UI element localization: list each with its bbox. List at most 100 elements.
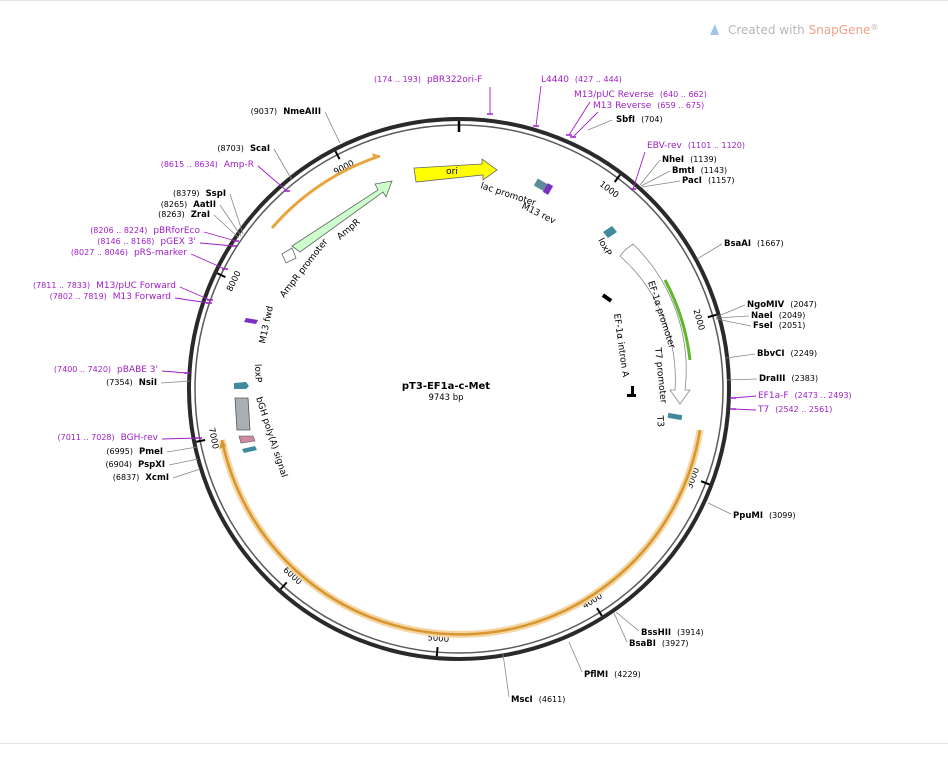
enzyme-site-nhei[interactable]: NheI(1139) [662,155,717,165]
enzyme-pos-bbvci: (2249) [791,349,818,358]
primer-leader-pbrforeco [203,231,237,242]
scale-tick-4000 [596,607,603,617]
plasmid-name: pT3-EF1a-c-Met [402,381,490,392]
green-feature-arc [663,279,692,361]
primer-t7[interactable]: T7 (2542 .. 2561) [757,405,832,415]
snapgene-logo-icon [710,24,719,35]
enzyme-site-sspi[interactable]: (8379)SspI [173,189,226,199]
primer-leader-l4440 [535,85,542,127]
enzyme-leader-msci [502,653,510,698]
enzyme-leader-naei [715,315,750,319]
enzyme-site-ppumi[interactable]: PpuMI(3099) [733,511,796,521]
enzyme-site-bmti[interactable]: BmtI(1143) [672,166,727,176]
primer-pbrforeco[interactable]: (8206 .. 8224) pBRforEco [90,226,200,236]
enzyme-site-msci[interactable]: MscI(4611) [511,695,565,705]
enzyme-site-bbvci[interactable]: BbvCI (2249) [757,349,817,359]
primer-pgex-3-[interactable]: (8146 .. 8168)pGEX 3' [97,237,196,247]
scale-label-5000: 5000 [427,633,449,645]
enzyme-leader-paci [641,180,681,188]
primer-leader-m13-puc-forward [179,286,211,301]
primer-name-pbabe-3-: pBABE 3' [117,365,158,375]
intron-end-tick [631,386,634,396]
bgh-polya-feature [234,397,251,431]
scale-label-1000: 1000 [597,180,620,201]
primer-name-t7: T7 [757,405,769,415]
scale-label-7000: 7000 [206,427,220,450]
enzyme-site-fsei[interactable]: FseI(2051) [753,321,805,331]
enzyme-leader-ngomiv [715,304,746,318]
primer-range-pbabe-3-: (7400 .. 7420) [54,365,111,374]
primer-leader-pgex-3- [199,242,235,247]
intron-label: EF-1α intron A [611,313,630,379]
enzyme-name-bsabi: BsaBI [629,639,656,649]
enzyme-site-bsshii[interactable]: BssHII(3914) [641,628,704,638]
primer-ef1a-f[interactable]: EF1a-F(2473 .. 2493) [758,391,852,401]
primer-leader-pbabe-3- [161,370,188,374]
primer-pbr322ori-f[interactable]: (174 .. 193)pBR322ori-F [374,75,482,85]
primer-m13-reverse[interactable]: M13 Reverse(659 .. 675) [593,101,704,111]
enzyme-leader-nsii [160,380,191,384]
scale-tick-3000 [700,480,710,486]
enzyme-leader-bsaai [696,243,723,260]
enzyme-site-naei[interactable]: NaeI(2049) [751,311,805,321]
enzyme-site-bsabi[interactable]: BsaBI(3927) [629,639,689,649]
primer-name-m13-reverse: M13 Reverse [593,101,652,111]
enzyme-site-bsaai[interactable]: BsaAI(1667) [724,239,784,249]
primer-range-pbrforeco: (8206 .. 8224) [90,226,147,235]
enzyme-site-nmeaiii[interactable]: (9037)NmeAIII [251,107,321,117]
enzyme-site-sbfi[interactable]: SbfI(704) [616,115,663,125]
t7-promoter-label: T7 promoter [652,346,668,404]
primer-amp-r[interactable]: (8615 .. 8634)Amp-R [161,160,254,170]
enzyme-leader-ppumi [707,502,732,515]
primer-bgh-rev[interactable]: (7011 .. 7028)BGH-rev [57,433,158,443]
enzyme-name-bbvci: BbvCI [757,349,785,359]
primer-l4440[interactable]: L4440(427 .. 444) [541,75,622,85]
m13-rev-label: M13 rev [520,202,558,227]
m13-fwd-label: M13 fwd [258,305,276,344]
enzyme-site-ngomiv[interactable]: NgoMIV(2047) [747,300,817,310]
primer-range-ef1a-f: (2473 .. 2493) [795,391,852,400]
enzyme-site-paci[interactable]: PacI(1157) [682,176,735,186]
enzyme-site-nsii[interactable]: (7354)NsiI [106,378,157,388]
enzyme-name-zrai: ZraI [191,210,210,220]
primer-name-pgex-3-: pGEX 3' [160,237,196,247]
primer-prs-marker[interactable]: (8027 .. 8046)pRS-marker [71,248,187,258]
enzyme-pos-bsaai: (1667) [757,239,784,248]
enzyme-leader-aatii [219,204,242,237]
enzyme-site-pflmi[interactable]: PflMI(4229) [584,670,641,680]
snapgene-watermark: Created with SnapGene® [710,23,878,37]
enzyme-site-scai[interactable]: (8703)ScaI [217,144,270,154]
enzyme-site-draiii[interactable]: DraIII(2383) [759,374,818,384]
intron-start-mark [601,293,613,303]
primer-m13-forward[interactable]: (7802 .. 7819)M13 Forward [50,292,171,302]
enzyme-site-zrai[interactable]: (8263)ZraI [158,210,210,220]
enzyme-pos-msci: (4611) [539,695,566,704]
primer-pbabe-3-[interactable]: (7400 .. 7420) pBABE 3' [54,365,158,375]
primer-name-pbrforeco: pBRforEco [153,226,200,236]
enzyme-pos-bmti: (1143) [701,166,728,175]
primer-m13-puc-reverse[interactable]: M13/pUC Reverse(640 .. 662) [574,90,707,100]
enzyme-pos-ppumi: (3099) [769,511,796,520]
enzyme-leader-nhei [639,159,661,186]
scale-tick-6000 [279,581,288,590]
enzyme-leader-nmeaiii [324,111,341,144]
primer-name-pbr322ori-f: pBR322ori-F [427,75,482,85]
enzyme-site-xcmi[interactable]: (6837)XcmI [113,473,169,483]
primer-ebv-rev[interactable]: EBV-rev(1101 .. 1120) [647,141,745,151]
enzyme-site-pspxi[interactable]: (6904)PspXI [105,460,165,470]
primer-m13-puc-forward[interactable]: (7811 .. 7833)M13/pUC Forward [33,281,176,291]
enzyme-leader-scai [273,148,293,181]
primer-range-t7: (2542 .. 2561) [775,405,832,414]
enzyme-leader-sspi [229,193,244,235]
primer-name-bgh-rev: BGH-rev [121,433,159,443]
enzyme-site-aatii[interactable]: (8265)AatII [161,200,216,210]
enzyme-pos-bsshii: (3914) [677,628,704,637]
primer-range-ebv-rev: (1101 .. 1120) [688,141,745,150]
enzyme-leader-bbvci [725,353,756,359]
enzyme-site-pmei[interactable]: (6995)PmeI [106,447,163,457]
enzyme-pos-fsei: (2051) [779,321,806,330]
ori-label: ori [446,167,458,177]
primer-range-amp-r: (8615 .. 8634) [161,160,218,169]
primer-leader-m13-reverse [572,111,599,138]
